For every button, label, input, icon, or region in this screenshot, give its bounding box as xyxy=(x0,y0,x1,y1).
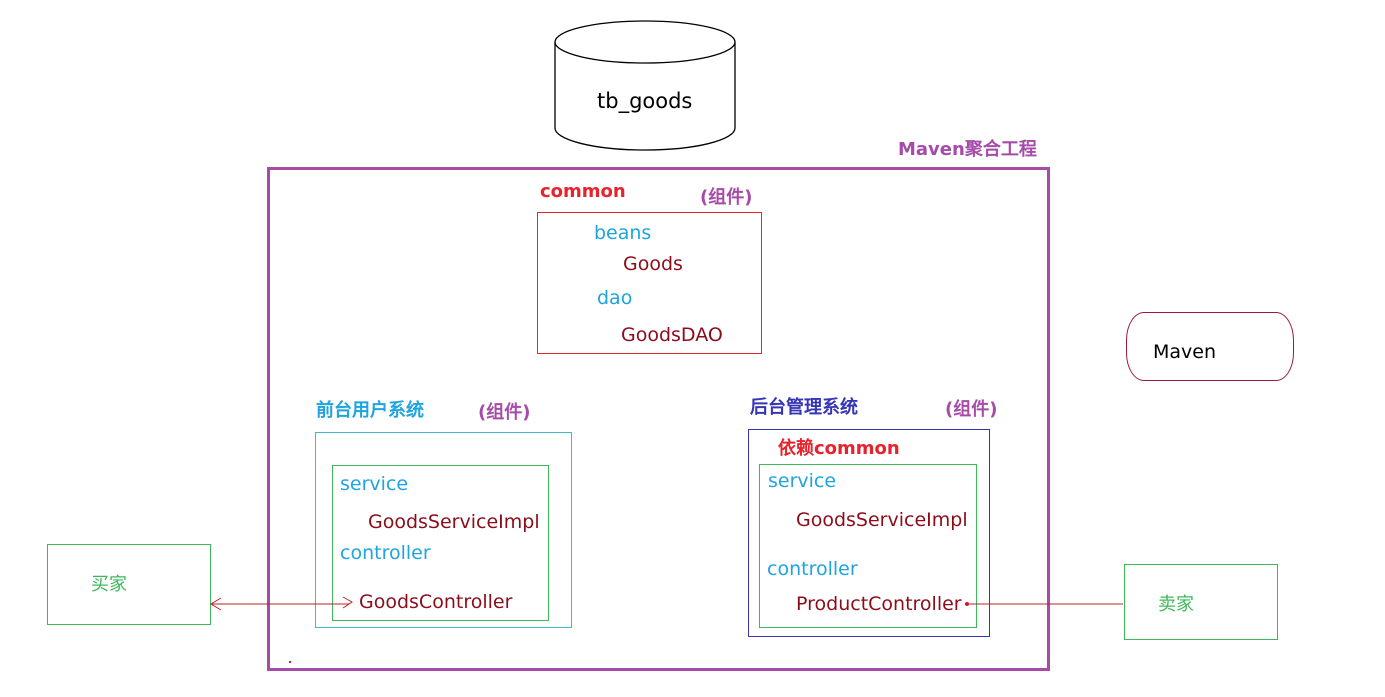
seller-connector xyxy=(965,602,1123,606)
stray-dot xyxy=(289,661,291,663)
frontend-service-impl: GoodsServiceImpl xyxy=(368,511,540,533)
database-cylinder xyxy=(554,20,736,151)
maven-project-title: Maven聚合工程 xyxy=(898,139,1037,160)
backend-service-impl: GoodsServiceImpl xyxy=(796,509,968,531)
buyer-label: 买家 xyxy=(91,574,127,595)
common-goods-label: Goods xyxy=(623,253,683,275)
frontend-controller-impl: GoodsController xyxy=(359,591,513,613)
frontend-inner-box xyxy=(332,465,549,621)
frontend-outer-box xyxy=(315,432,572,628)
common-box xyxy=(537,212,762,354)
maven-box xyxy=(1126,312,1294,381)
backend-controller-impl: ProductController xyxy=(796,593,962,615)
backend-title: 后台管理系统 xyxy=(750,397,858,418)
buyer-box xyxy=(47,544,211,625)
maven-box-label: Maven xyxy=(1153,341,1217,363)
common-goodsdao-label: GoodsDAO xyxy=(621,324,723,346)
common-tag: (组件) xyxy=(700,187,753,208)
backend-dependency-label: 依赖common xyxy=(778,438,900,459)
common-dao-label: dao xyxy=(597,287,633,309)
backend-outer-box xyxy=(748,429,990,637)
frontend-tag: (组件) xyxy=(478,402,531,423)
frontend-title: 前台用户系统 xyxy=(316,400,424,421)
backend-tag: (组件) xyxy=(945,399,998,420)
common-beans-label: beans xyxy=(594,222,652,244)
backend-controller-label: controller xyxy=(767,558,858,580)
frontend-controller-label: controller xyxy=(340,542,431,564)
frontend-service-label: service xyxy=(340,473,409,495)
maven-project-container xyxy=(267,167,1050,671)
seller-label: 卖家 xyxy=(1158,594,1194,615)
seller-box xyxy=(1124,564,1278,640)
database-label: tb_goods xyxy=(597,89,693,113)
buyer-connector xyxy=(210,596,353,611)
backend-inner-box xyxy=(759,464,977,628)
backend-service-label: service xyxy=(768,470,837,492)
common-title: common xyxy=(540,181,626,202)
